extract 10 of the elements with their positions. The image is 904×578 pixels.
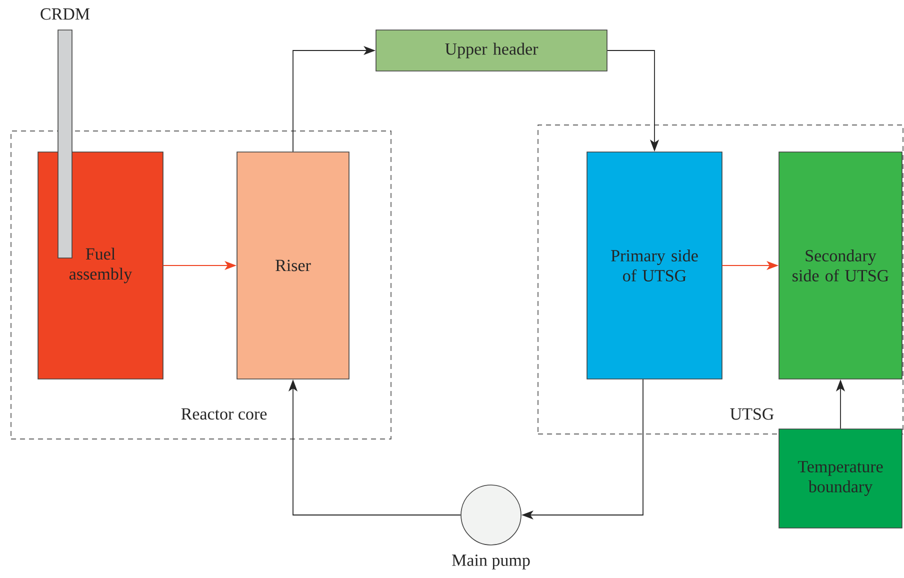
rod-label: CRDM bbox=[40, 8, 90, 20]
process-box: Temperature boundary bbox=[778, 428, 902, 528]
process-box: Riser bbox=[236, 152, 350, 380]
process-box: Secondary side of UTSG bbox=[778, 152, 902, 380]
process-box: Primary side of UTSG bbox=[586, 152, 722, 380]
group-label: Reactor core bbox=[181, 408, 267, 420]
process-box: Fuel assembly bbox=[38, 152, 164, 380]
pump-label: Main pump bbox=[452, 554, 530, 570]
process-box: Upper header bbox=[376, 30, 608, 72]
group-label: UTSG bbox=[730, 408, 774, 420]
